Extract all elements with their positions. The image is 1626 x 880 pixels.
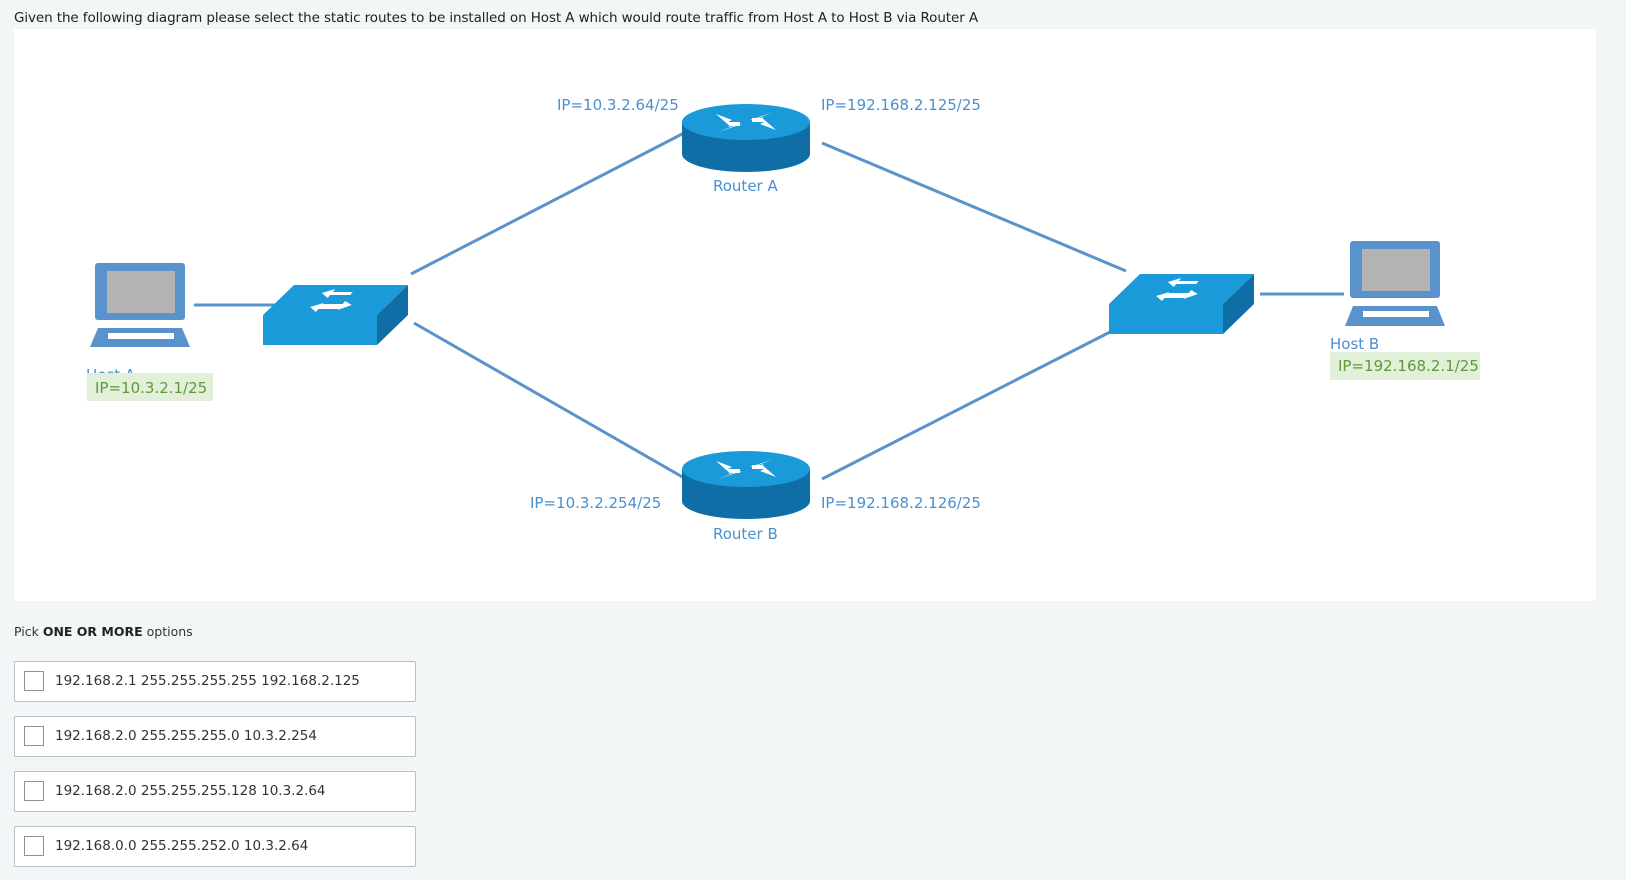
pick-instruction: Pick ONE OR MORE options	[14, 624, 193, 639]
option-2-checkbox[interactable]	[24, 726, 44, 746]
options-list: 192.168.2.1 255.255.255.255 192.168.2.12…	[14, 661, 416, 880]
link-switch1-routerb	[413, 321, 687, 481]
host-b-ip-highlight	[1330, 352, 1480, 380]
option-3-checkbox[interactable]	[24, 781, 44, 801]
router-b-ip-left: IP=10.3.2.254/25	[530, 494, 661, 512]
host-b-ip: IP=192.168.2.1/25	[1338, 357, 1479, 375]
host-a-laptop-icon	[90, 263, 190, 347]
host-b-laptop-icon	[1345, 241, 1445, 326]
pick-prefix: Pick	[14, 624, 43, 639]
router-a-ip-left: IP=10.3.2.64/25	[557, 96, 679, 114]
router-a-label: Router A	[713, 177, 778, 195]
router-b-ip-right: IP=192.168.2.126/25	[821, 494, 981, 512]
switch-1-icon	[263, 285, 408, 345]
host-a-ip-highlight	[87, 373, 213, 401]
option-2-label: 192.168.2.0 255.255.255.0 10.3.2.254	[55, 728, 317, 744]
option-3[interactable]: 192.168.2.0 255.255.255.128 10.3.2.64	[14, 771, 416, 812]
link-routera-switch2	[821, 141, 1127, 273]
network-diagram: Host A IP=10.3.2.1/25 Host B IP=192.168.…	[14, 29, 1596, 601]
option-4-label: 192.168.0.0 255.255.252.0 10.3.2.64	[55, 838, 309, 854]
network-diagram-svg: Host A IP=10.3.2.1/25 Host B IP=192.168.…	[86, 96, 1480, 543]
option-4[interactable]: 192.168.0.0 255.255.252.0 10.3.2.64	[14, 826, 416, 867]
pick-emphasis: ONE OR MORE	[42, 624, 143, 639]
option-1[interactable]: 192.168.2.1 255.255.255.255 192.168.2.12…	[14, 661, 416, 702]
option-3-label: 192.168.2.0 255.255.255.128 10.3.2.64	[55, 783, 326, 799]
link-routerb-switch2	[821, 329, 1113, 481]
question-text: Given the following diagram please selec…	[14, 10, 978, 26]
pick-suffix: options	[142, 624, 193, 639]
host-b-label: Host B	[1330, 335, 1379, 353]
option-1-label: 192.168.2.1 255.255.255.255 192.168.2.12…	[55, 673, 360, 689]
router-a-icon	[682, 104, 810, 172]
host-a-ip: IP=10.3.2.1/25	[95, 379, 207, 397]
option-4-checkbox[interactable]	[24, 836, 44, 856]
option-1-checkbox[interactable]	[24, 671, 44, 691]
router-a-ip-right: IP=192.168.2.125/25	[821, 96, 981, 114]
router-b-label: Router B	[713, 525, 778, 543]
option-2[interactable]: 192.168.2.0 255.255.255.0 10.3.2.254	[14, 716, 416, 757]
switch-2-icon	[1109, 274, 1254, 334]
router-b-icon	[682, 451, 810, 519]
link-switch1-routera	[410, 130, 687, 276]
